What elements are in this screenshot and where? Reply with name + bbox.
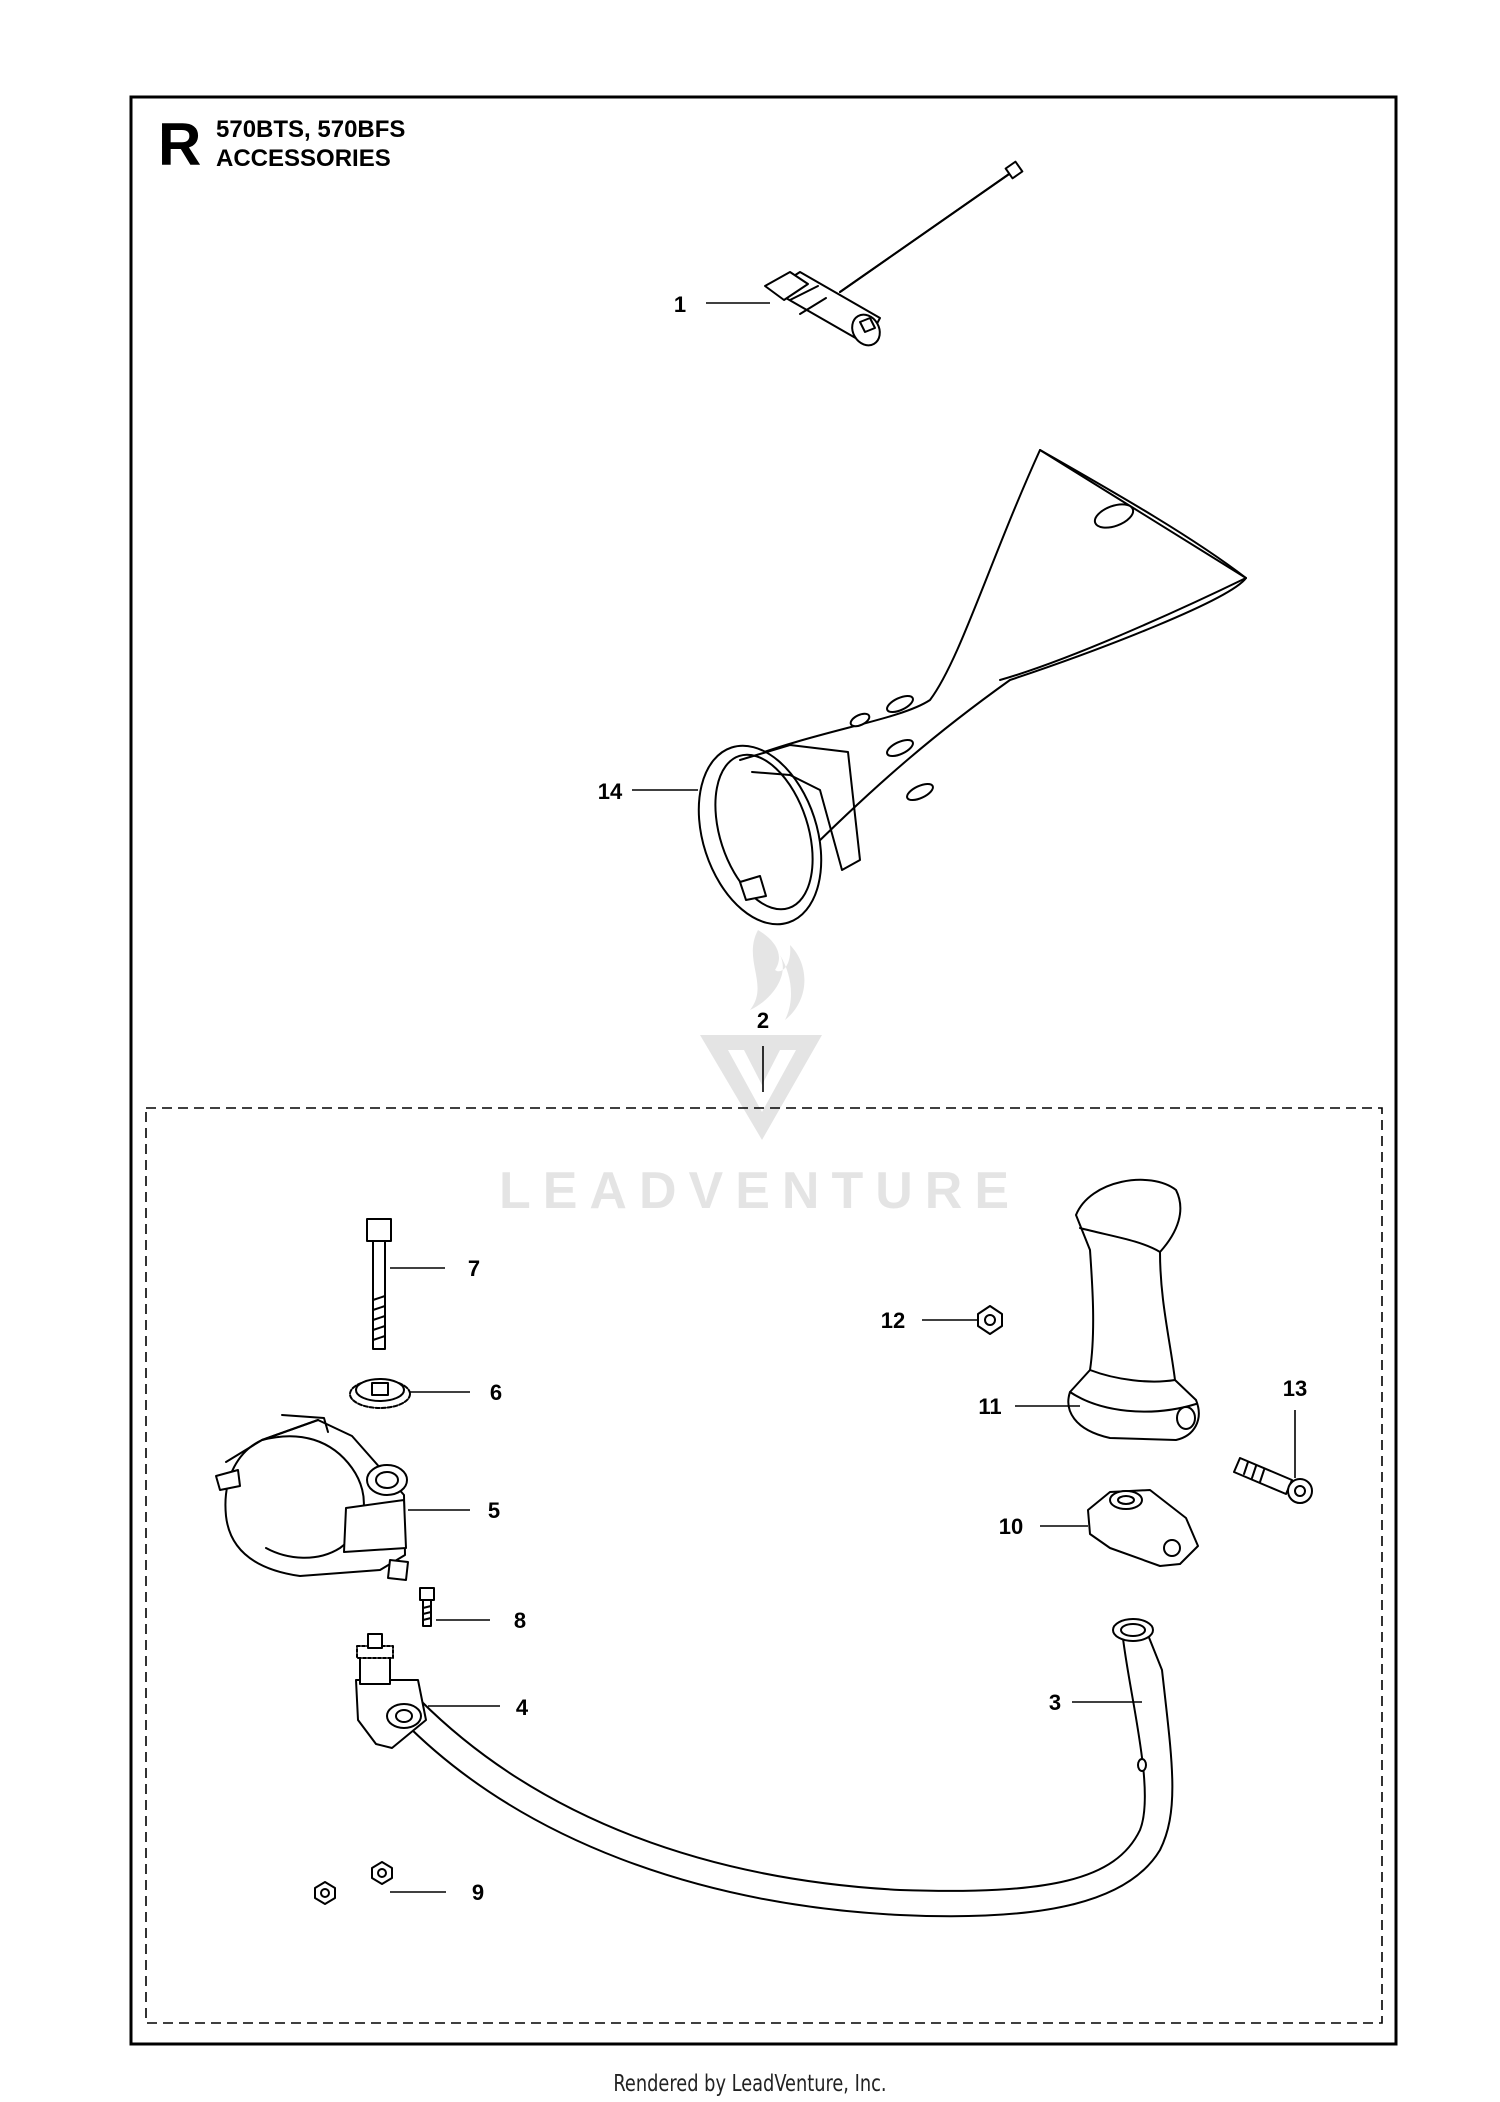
flame-v-logo-icon	[700, 930, 822, 1140]
part-bolt	[366, 1218, 392, 1350]
callout-5: 5	[488, 1498, 500, 1523]
section-title: ACCESSORIES	[216, 145, 391, 172]
part-serrated-washer	[349, 1378, 411, 1409]
callout-2: 2	[757, 1008, 769, 1033]
leader-lines	[390, 302, 1296, 1893]
part-loop-handle	[355, 1618, 1174, 1918]
callout-11: 11	[978, 1394, 1001, 1419]
section-letter: R	[158, 111, 201, 178]
callout-1: 1	[674, 292, 686, 317]
part-bracket	[1087, 1489, 1199, 1567]
callout-4: 4	[516, 1695, 529, 1720]
watermark-text: LEADVENTURE	[499, 1162, 1021, 1220]
part-grip-handle	[1067, 1178, 1200, 1441]
part-t-wrench	[764, 160, 1024, 347]
part-hex-nut	[977, 1305, 1003, 1335]
watermark: LEADVENTURE	[499, 930, 1021, 1220]
callout-7: 7	[468, 1256, 480, 1281]
footer-credit: Rendered by LeadVenture, Inc.	[613, 2071, 887, 2097]
callout-10: 10	[999, 1514, 1023, 1539]
callout-14: 14	[598, 779, 623, 804]
part-blower-nozzle	[697, 449, 1247, 926]
callout-8: 8	[514, 1608, 526, 1633]
callout-3: 3	[1049, 1690, 1061, 1715]
callout-9: 9	[472, 1880, 484, 1905]
part-clamp	[215, 1414, 409, 1581]
part-cap-screw	[1233, 1457, 1313, 1504]
kit-boundary	[145, 1107, 1383, 2024]
callout-12: 12	[881, 1308, 905, 1333]
callouts: 1 2 3 4 5 6 7 8 9 10 11 12 13 14	[468, 292, 1307, 1905]
callout-6: 6	[490, 1380, 502, 1405]
diagram-frame	[129, 95, 1398, 2046]
callout-13: 13	[1283, 1376, 1307, 1401]
model-numbers: 570BTS, 570BFS	[216, 116, 405, 143]
part-small-screw	[419, 1587, 435, 1627]
part-nuts	[314, 1861, 393, 1905]
